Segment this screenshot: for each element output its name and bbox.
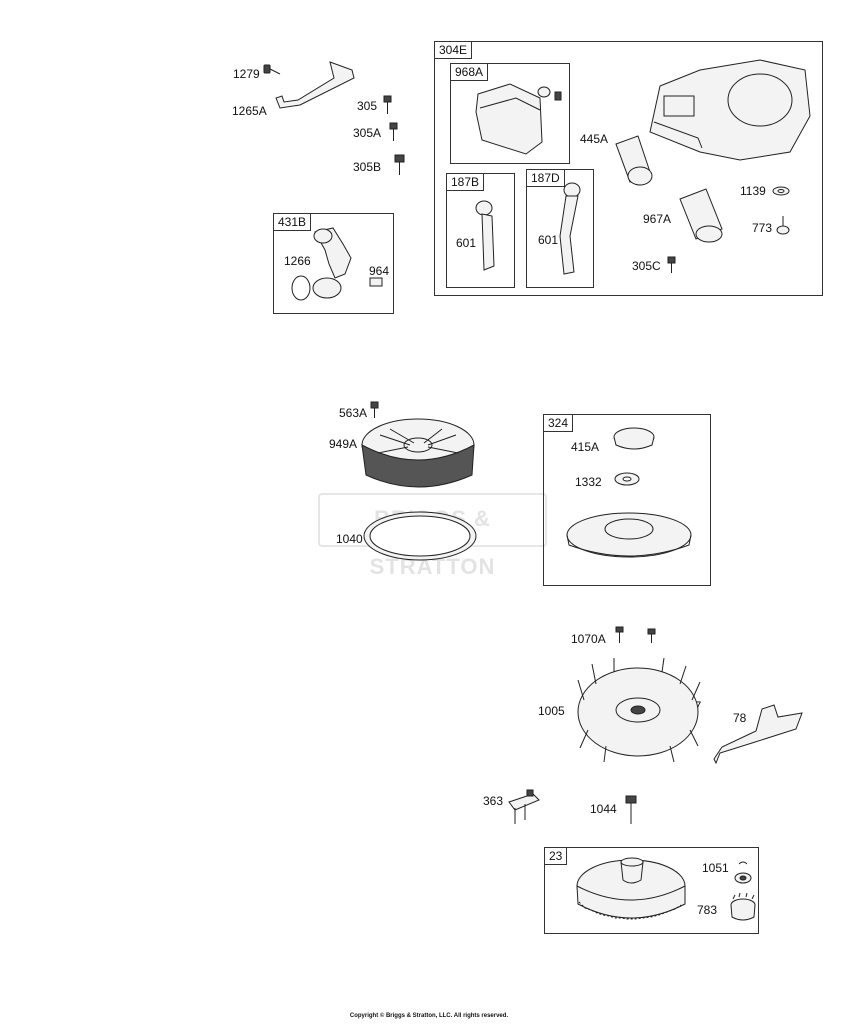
label-305C: 305C [632,259,661,273]
kit-304E-box: 304E [434,41,823,296]
kit-187D-box: 187D [526,169,594,288]
clamp-363-icon [508,789,540,824]
kit-187B-box: 187B [446,173,515,288]
kit-tag-187D: 187D [527,170,565,187]
screws-1070A-icon [615,626,656,643]
copyright-footer: Copyright © Briggs & Stratton, LLC. All … [349,1013,509,1019]
label-1266: 1266 [284,254,311,268]
breather-tube-187D-icon [559,182,581,275]
knob-773-icon [776,216,790,235]
bolt-305-icon [383,95,392,114]
label-305B: 305B [353,160,382,174]
kit-431B-box: 431B [273,213,394,314]
label-1265A: 1265A [232,104,267,118]
kit-968A-box: 968A [450,63,570,164]
washer-1332-icon [614,472,640,486]
breather-tube-187B-icon [475,200,495,271]
kit-23-box: 23 [544,847,759,934]
label-78: 78 [733,711,747,725]
label-1332: 1332 [575,475,602,489]
air-guide-78-icon [713,704,803,765]
label-305A: 305A [353,126,382,140]
elbow-assembly-icon [291,227,383,301]
bolt-305C-icon [667,256,676,273]
bolt-563A-icon [370,401,379,418]
blower-housing-icon [649,59,811,161]
label-1005: 1005 [538,704,565,718]
kit-tag-23: 23 [545,848,568,865]
kit-tag-187B: 187B [447,174,485,191]
bolt-1044-icon [625,795,637,824]
label-773: 773 [752,221,773,235]
kit-tag-968A: 968A [451,64,489,81]
washer-1139-icon [772,186,790,196]
label-1051: 1051 [702,861,729,875]
label-305: 305 [357,99,378,113]
cover-324-icon [566,512,692,558]
air-cleaner-cover-icon [475,83,562,155]
pre-cleaner-967A-icon [679,188,723,243]
label-783: 783 [697,903,718,917]
air-filter-445A-icon [615,135,653,186]
flywheel-23-icon [576,857,686,920]
label-363: 363 [483,794,504,808]
kit-324-box: 324 [543,414,711,586]
label-1040: 1040 [336,532,363,546]
screw-1279-icon [263,64,281,75]
label-967A: 967A [643,212,672,226]
label-445A: 445A [580,132,609,146]
key-washer-1051-icon [734,861,752,884]
label-563A: 563A [339,406,368,420]
bolt-305A-icon [389,122,398,141]
kit-tag-324: 324 [544,415,574,432]
kit-tag-431B: 431B [274,214,312,231]
bracket-1265A-icon [275,61,355,109]
label-601-187B: 601 [456,236,477,250]
label-1139: 1139 [740,184,766,198]
rotating-screen-949A-icon [361,418,475,488]
label-1070A: 1070A [571,632,606,646]
ring-1040-icon [363,511,477,561]
label-1279: 1279 [233,67,260,81]
gear-783-icon [730,892,756,921]
label-415A: 415A [571,440,600,454]
cap-415A-icon [613,427,655,450]
label-601-187D: 601 [538,233,559,247]
label-1044: 1044 [590,802,617,816]
label-949A: 949A [329,437,358,451]
bolt-305B-icon [394,154,405,175]
kit-tag-304E: 304E [435,42,473,59]
fan-1005-icon [577,657,701,763]
label-964: 964 [369,264,390,278]
